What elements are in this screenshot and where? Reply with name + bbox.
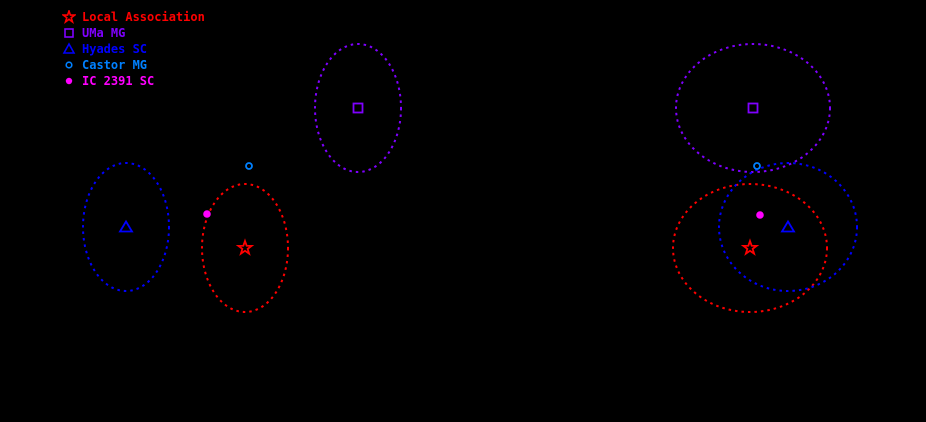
legend-item-hyades-sc: Hyades SC [62,41,205,57]
square-icon [62,26,82,40]
star-icon [62,10,82,24]
right-panel [672,43,858,313]
hyades-sc-error-ellipse [718,162,858,292]
filled-circle-icon [62,74,82,88]
local-association-error-ellipse [672,183,828,313]
legend-label: Castor MG [82,58,148,72]
ic-2391-sc-filled-circle-marker [203,210,211,218]
legend-label: Local Association [82,10,205,24]
open-circle-icon [62,58,82,72]
uma-mg-square-marker [747,102,759,114]
triangle-icon [62,42,82,56]
hyades-sc-triangle-marker [118,219,134,233]
uma-mg-error-ellipse [314,43,402,173]
legend-label: UMa MG [82,26,126,40]
legend-item-local-association: Local Association [62,9,205,25]
local-association-star-marker [740,238,760,256]
uma-mg-square-marker [352,102,364,114]
legend: Local Association UMa MG Hyades SC Casto… [62,9,205,89]
local-association-error-ellipse [201,183,289,313]
castor-mg-open-circle-marker [245,162,253,170]
left-panel [82,43,402,313]
hyades-sc-error-ellipse [82,162,170,292]
local-association-star-marker [235,238,255,256]
legend-item-ic-2391-sc: IC 2391 SC [62,73,205,89]
uma-mg-error-ellipse [675,43,831,173]
castor-mg-open-circle-marker [753,162,761,170]
ic-2391-sc-filled-circle-marker [756,211,764,219]
hyades-sc-triangle-marker [780,219,796,233]
legend-label: Hyades SC [82,42,148,56]
legend-item-castor-mg: Castor MG [62,57,205,73]
legend-label: IC 2391 SC [82,74,155,88]
legend-item-uma-mg: UMa MG [62,25,205,41]
